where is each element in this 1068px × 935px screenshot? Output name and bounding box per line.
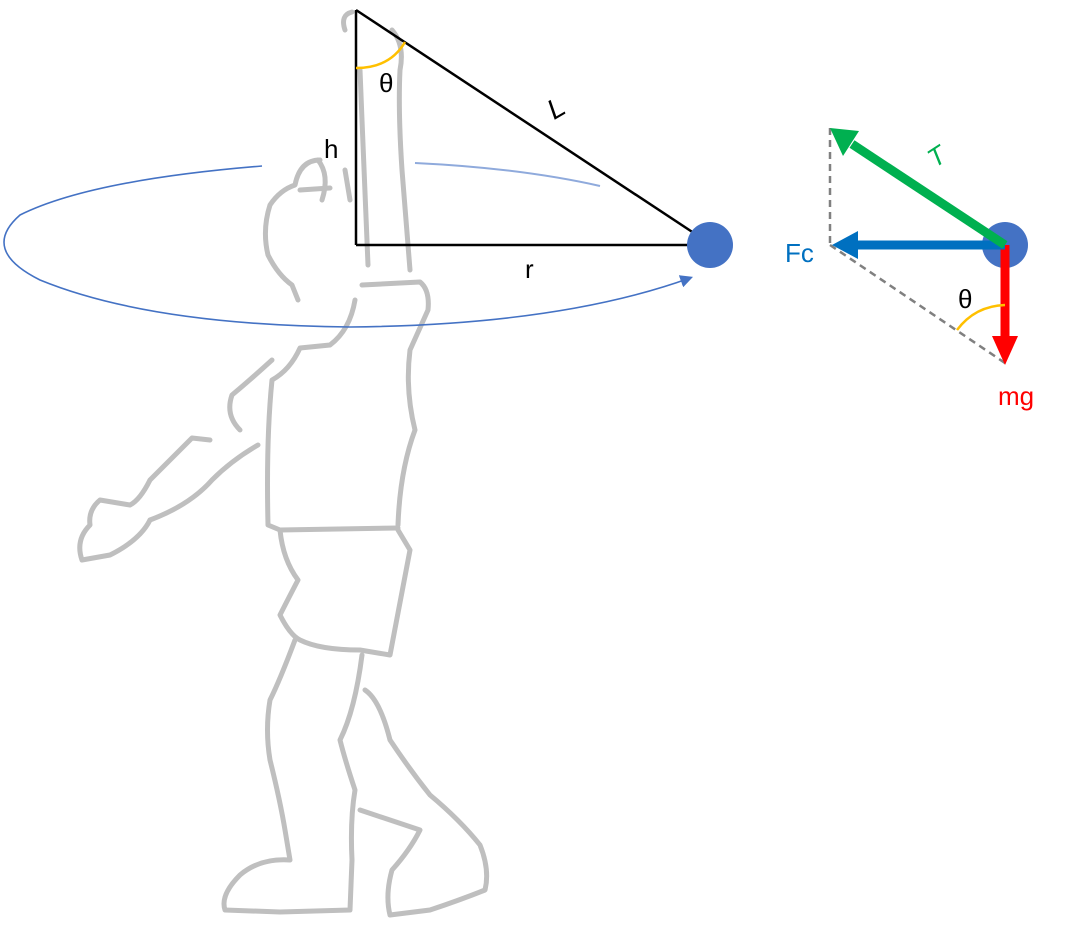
weight-arrow: [992, 245, 1018, 365]
angle-arc-top: [355, 41, 407, 70]
person-sketch: [77, 9, 490, 918]
theta-top-label: θ: [379, 68, 393, 98]
orbit-back-arc: [414, 162, 601, 187]
angle-arc-force: [956, 303, 1006, 331]
weight-label: mg: [998, 381, 1034, 411]
force-diagram: T Fc θ mg: [785, 128, 1034, 411]
theta-force-label: θ: [958, 284, 972, 314]
height-label: h: [324, 134, 338, 164]
dashed-diagonal: [829, 243, 1006, 365]
length-label: L: [541, 91, 570, 126]
tension-arrow: [830, 128, 1008, 249]
centripetal-arrow: [832, 231, 1005, 259]
geometry-triangle: [354, 8, 713, 247]
radius-label: r: [525, 254, 534, 284]
centripetal-label: Fc: [785, 238, 814, 268]
tension-label: T: [922, 138, 953, 173]
ball: [687, 222, 733, 268]
orbit-path: [3, 165, 694, 328]
